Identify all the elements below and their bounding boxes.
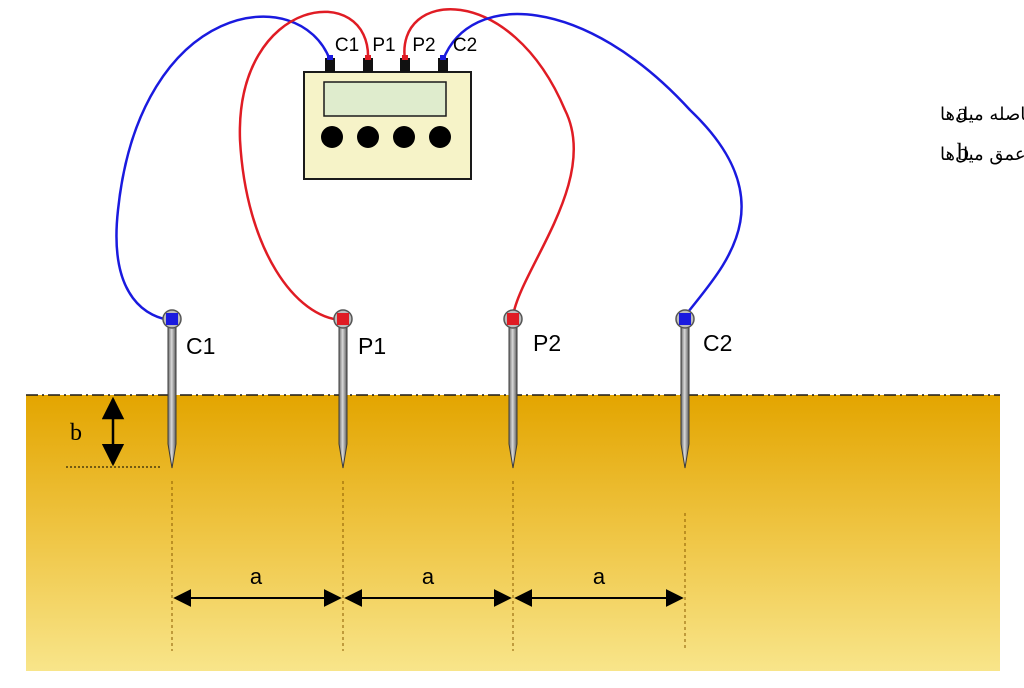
meter-knob (429, 126, 451, 148)
wire-c2 (441, 12, 743, 317)
meter-knob (393, 126, 415, 148)
meter-terminal-pin (440, 55, 446, 60)
meter-terminal-c1 (325, 58, 335, 72)
electrode-label-c2: C2 (703, 330, 732, 356)
electrode-label-c1: C1 (186, 333, 215, 359)
electrode-rod (508, 322, 518, 469)
meter-terminal-c2 (438, 58, 448, 72)
legend-text-a: فاصله میل‌ها (940, 104, 1024, 125)
meter-terminal-p2 (400, 58, 410, 72)
meter-terminals (325, 55, 448, 72)
spacing-label: a (593, 564, 606, 589)
wires (115, 8, 743, 322)
meter-terminal-pin (327, 55, 333, 60)
earth-tester-meter: C1 P1 P2 C2 (303, 35, 477, 180)
legend: a فاصله میل‌ها b عمق میل‌ها (940, 100, 1024, 166)
electrode-connector (679, 313, 691, 325)
wire-p2 (403, 8, 576, 317)
meter-display (323, 81, 447, 117)
spacing-label: a (250, 564, 263, 589)
spacing-dimensions: a a a (171, 481, 686, 651)
electrode-connector (507, 313, 519, 325)
meter-terminal-label: P1 (372, 35, 395, 56)
electrode-connector (337, 313, 349, 325)
wire-p1 (238, 10, 370, 322)
meter-terminal-pin (402, 55, 408, 60)
electrode-label-p2: P2 (533, 330, 561, 356)
electrode-c1 (162, 309, 182, 469)
electrode-p2 (503, 309, 523, 469)
electrode-label-p1: P1 (358, 333, 386, 359)
meter-terminal-label: C2 (453, 35, 477, 56)
meter-terminal-label: C1 (335, 35, 359, 56)
electrode-p1 (333, 309, 353, 469)
depth-label: b (70, 420, 82, 446)
meter-knob (357, 126, 379, 148)
meter-terminal-p1 (363, 58, 373, 72)
electrode-c2 (675, 309, 695, 469)
legend-text-b: عمق میل‌ها (940, 144, 1024, 165)
meter-knob (321, 126, 343, 148)
wire-c1 (115, 15, 332, 322)
electrode-rod (167, 322, 177, 469)
electrode-rod (680, 322, 690, 469)
legend-symbol-b: b (957, 140, 969, 166)
electrode-rod (338, 322, 348, 469)
spacing-label: a (422, 564, 435, 589)
electrodes (162, 309, 695, 469)
electrode-connector (166, 313, 178, 325)
legend-symbol-a: a (957, 100, 968, 126)
meter-terminal-label: P2 (412, 35, 435, 56)
depth-dimension: b (66, 396, 160, 468)
meter-terminal-pin (365, 55, 371, 60)
